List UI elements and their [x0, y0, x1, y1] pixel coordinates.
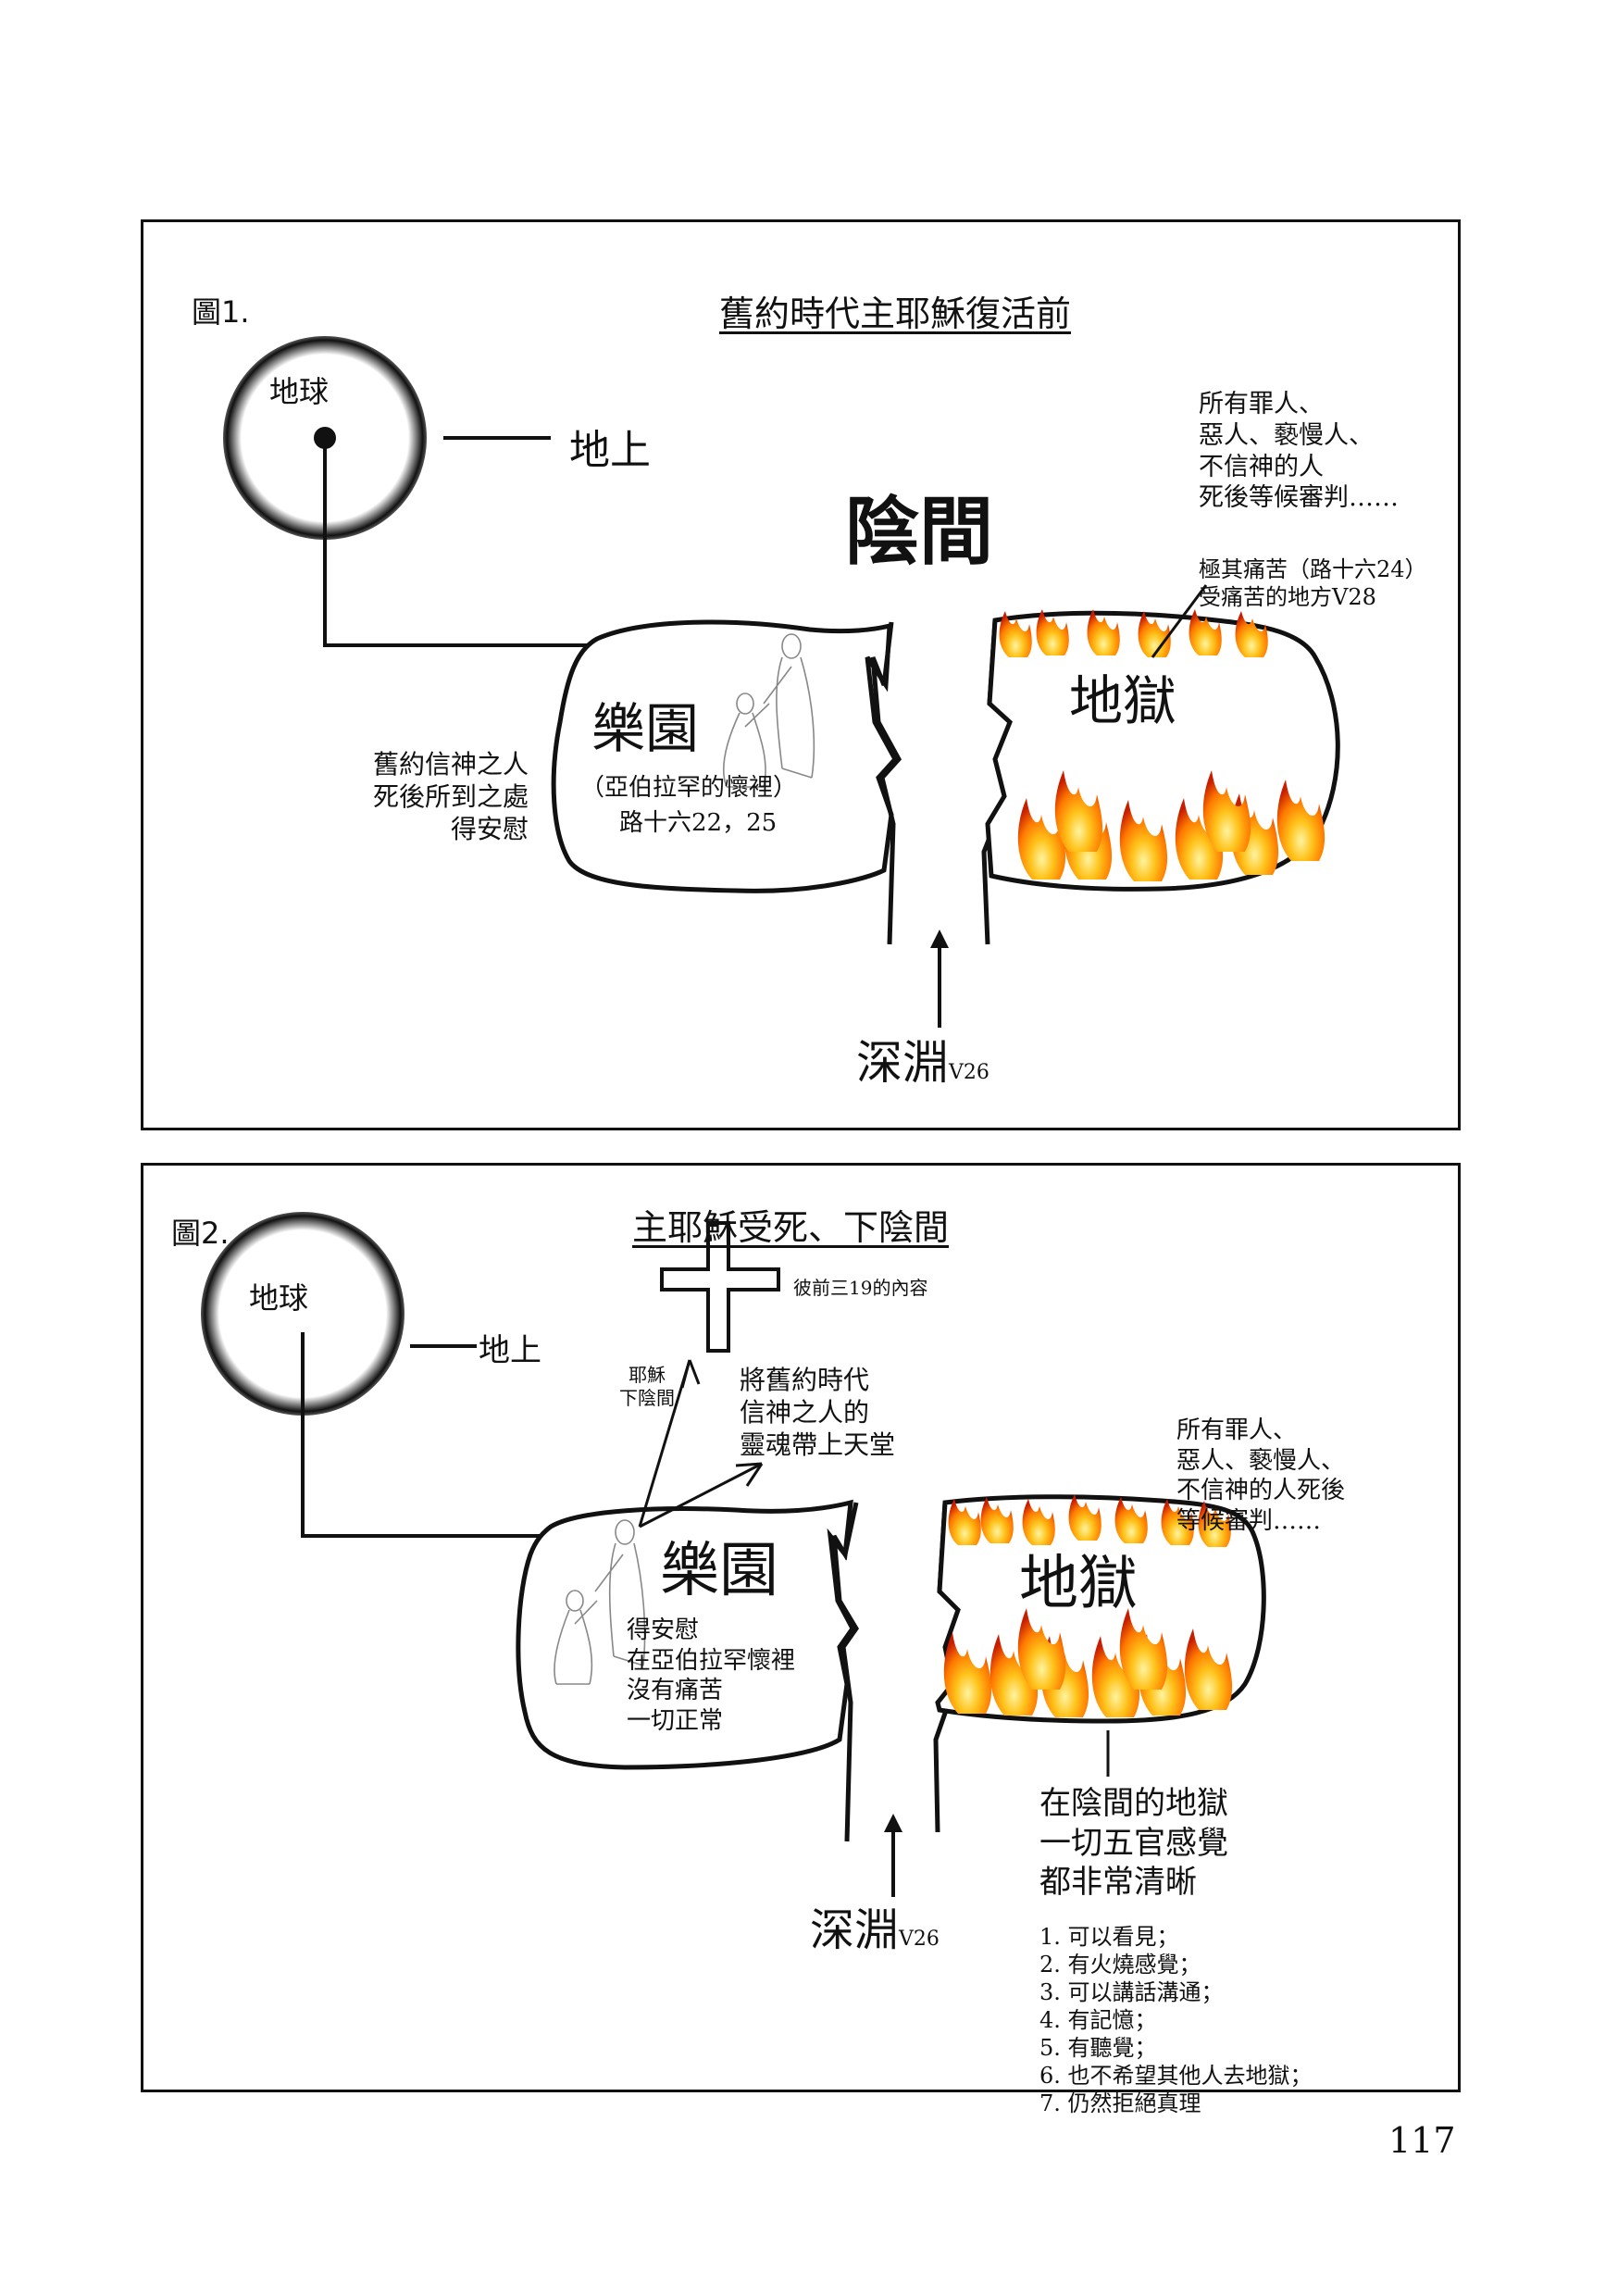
- figure-1-drawing: [223, 336, 1340, 1028]
- jesus-descends-note: 耶穌 下陰間: [619, 1364, 675, 1409]
- hell-label: 地獄: [1019, 1550, 1138, 1618]
- paradise-notes: 得安慰 在亞伯拉罕懷裡 沒有痛苦 一切正常: [627, 1616, 796, 1735]
- senses-list-item: 7. 仍然拒絕真理: [1039, 2090, 1201, 2116]
- jesus-descent-arrow-head: [680, 1359, 701, 1389]
- abyss-left-wall: [831, 1502, 859, 1842]
- figure-label: 圖1.: [192, 294, 250, 330]
- paradise-subtitle: （亞伯拉罕的懷裡）: [580, 774, 798, 802]
- sinners-note: 所有罪人、 惡人、褻慢人、 不信神的人 死後等候審判……: [1199, 390, 1399, 513]
- senses-list-item: 1. 可以看見；: [1039, 1924, 1179, 1950]
- figure-title: 舊約時代主耶穌復活前: [719, 293, 1072, 334]
- cross-icon: [660, 1221, 780, 1353]
- figure-label: 圖2.: [171, 1216, 230, 1251]
- paradise-label: 樂園: [660, 1537, 778, 1605]
- senses-heading: 在陰間的地獄 一切五官感覺 都非常清晰: [1039, 1785, 1228, 1901]
- jesus-descent-line: [638, 1359, 691, 1528]
- abyss-arrow-head: [930, 930, 949, 948]
- descent-line: [323, 438, 597, 647]
- souls-note: 將舊約時代 信神之人的 靈魂帶上天堂: [740, 1365, 896, 1460]
- sheol-label: 陰間: [845, 489, 993, 575]
- abraham-lazarus-sketch: [554, 1519, 646, 1685]
- torment-note: 極其痛苦（路十六24） 受痛苦的地方V28: [1199, 556, 1427, 610]
- ground-label: 地上: [479, 1332, 541, 1369]
- page-number: 117: [1388, 2120, 1456, 2161]
- abyss-left-wall: [870, 621, 902, 945]
- senses-list-item: 4. 有記憶；: [1039, 2007, 1157, 2033]
- senses-list-item: 5. 有聽覺；: [1039, 2035, 1157, 2061]
- figure-title: 主耶穌受死、下陰間: [632, 1207, 950, 1248]
- abyss-label: 深淵V26: [856, 1036, 989, 1090]
- paradise-label: 樂園: [591, 697, 700, 760]
- hell-area: [935, 1494, 1266, 1724]
- descent-line: [301, 1332, 541, 1538]
- senses-list-item: 2. 有火燒感覺；: [1039, 1952, 1201, 1978]
- cross-note: 彼前三19的內容: [793, 1277, 928, 1299]
- senses-list-item: 6. 也不希望其他人去地獄；: [1039, 2063, 1313, 2089]
- abraham-lazarus-sketch: [723, 633, 815, 788]
- believers-note: 舊約信神之人 死後所到之處 得安慰: [373, 749, 529, 844]
- ground-label: 地上: [569, 427, 651, 474]
- senses-list: 1. 可以看見； 2. 有火燒感覺； 3. 可以講話溝通； 4. 有記憶； 5.…: [1039, 1923, 1313, 2117]
- paradise-area: [516, 1499, 855, 1770]
- figure-1-panel: 圖1. 舊約時代主耶穌復活前 地球 地上 陰間 所有罪人、 惡人、褻慢人、 不信…: [141, 219, 1461, 1130]
- abyss-arrow-head: [884, 1814, 902, 1832]
- hell-label: 地獄: [1069, 669, 1177, 732]
- torment-pointer: [1151, 584, 1208, 658]
- figure-2-drawing: [201, 1212, 1266, 1897]
- figure-2-panel: 圖2. 主耶穌受死、下陰間 地球 地上 彼前三19的內容 耶穌 下陰間 將舊約時…: [141, 1163, 1461, 2116]
- earth-label: 地球: [249, 1280, 309, 1316]
- earth-label: 地球: [269, 374, 330, 409]
- paradise-reference: 路十六22，25: [619, 809, 778, 837]
- sinners-note: 所有罪人、 惡人、褻慢人、 不信神的人死後 等候審判……: [1176, 1416, 1346, 1535]
- souls-ascend-arrow-head: [735, 1462, 764, 1487]
- abyss-label: 深淵V26: [810, 1904, 940, 1956]
- souls-ascend-line: [639, 1462, 763, 1529]
- earth-circle: [201, 1212, 404, 1416]
- senses-list-item: 3. 可以講話溝通；: [1039, 1979, 1224, 2005]
